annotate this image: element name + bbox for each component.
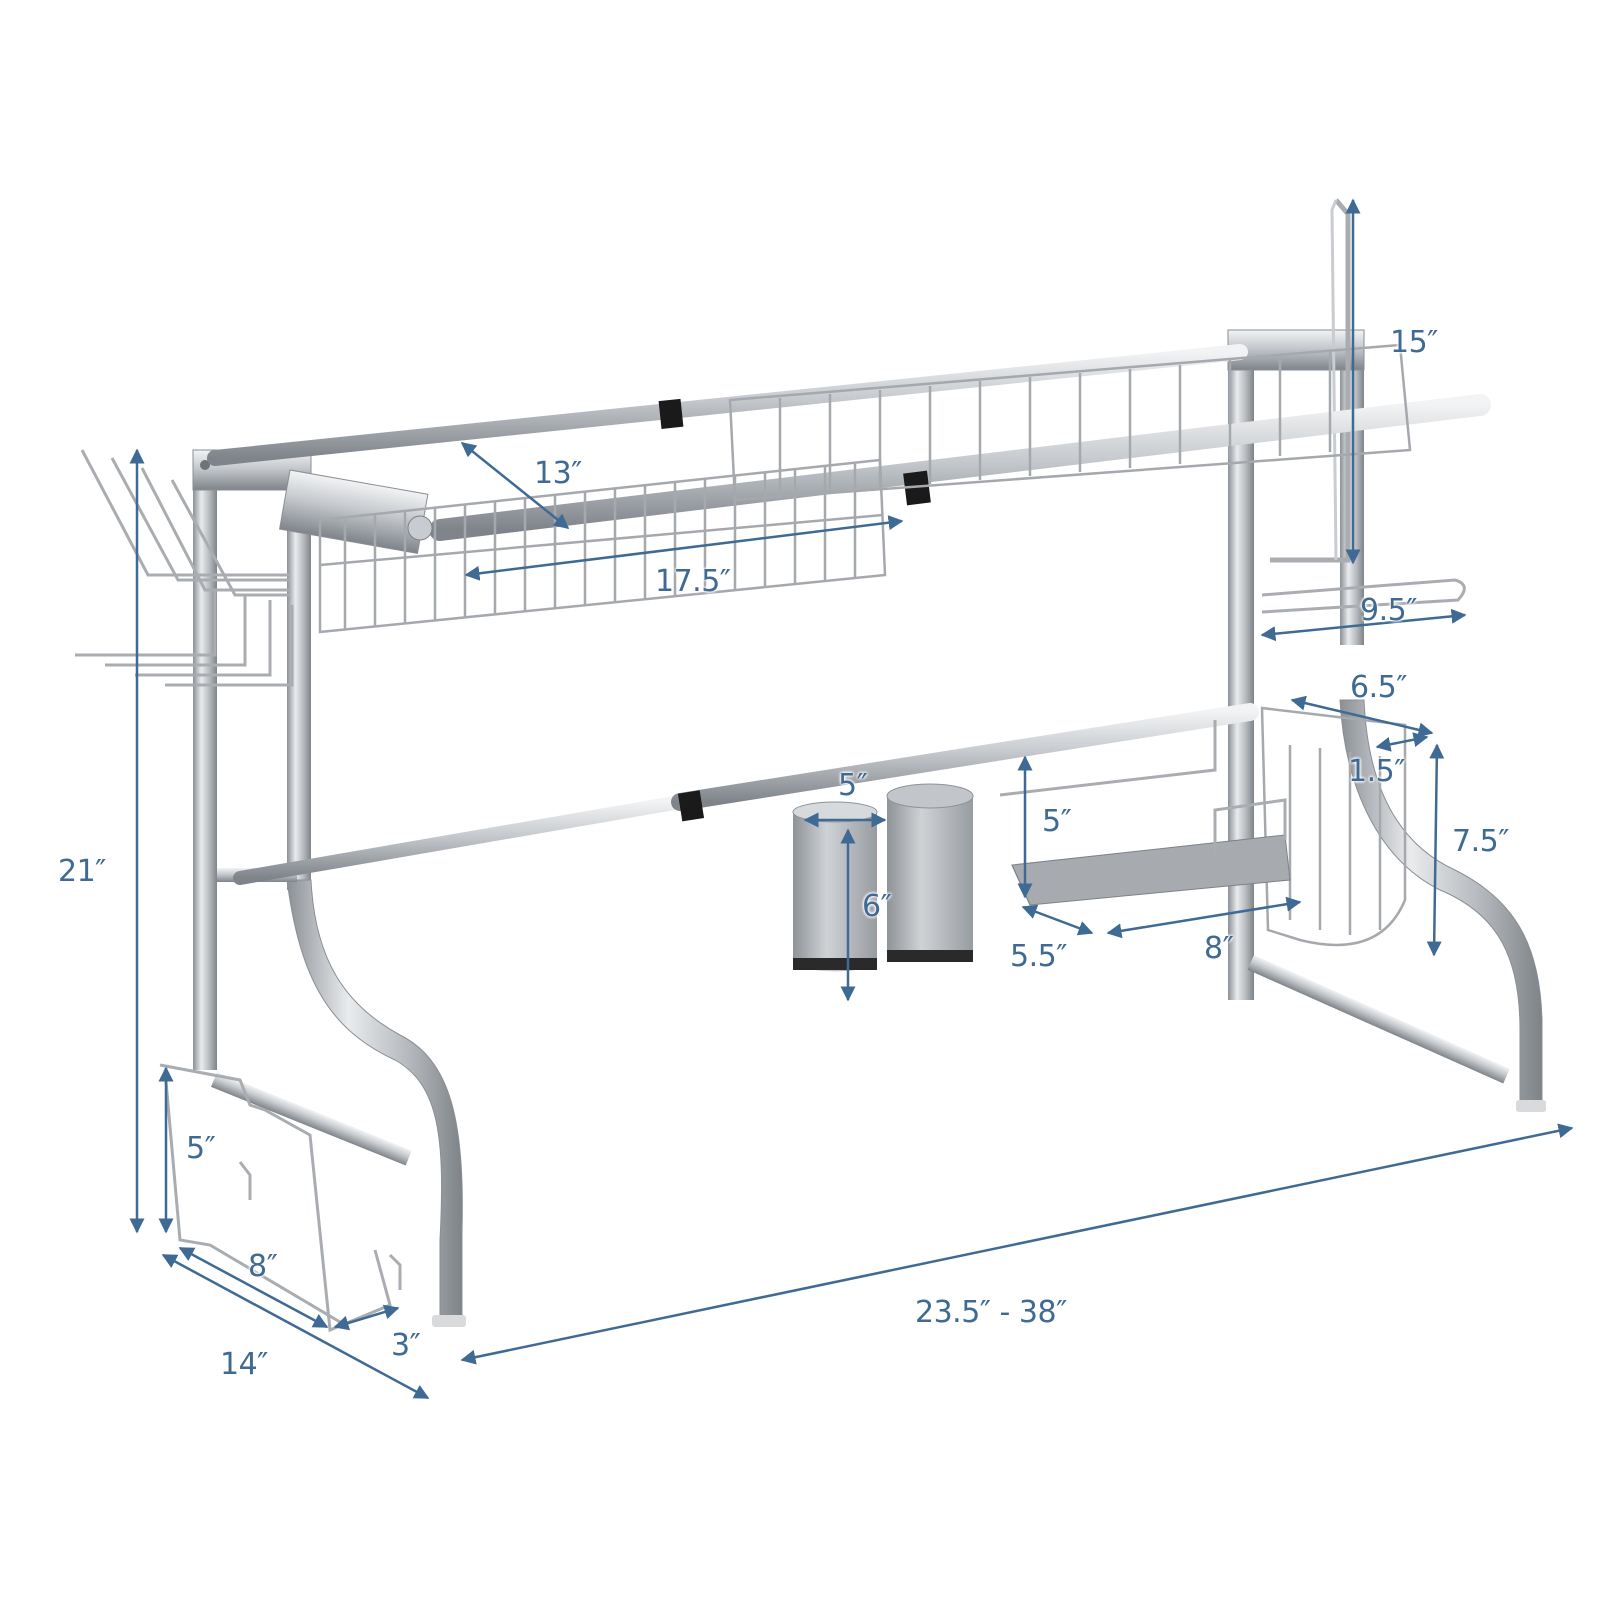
left-frame	[192, 449, 466, 1327]
label-side-hook-rail-length: 9.5″	[1360, 593, 1417, 628]
dimension-lines	[129, 198, 1574, 1400]
label-hook-pole-height: 15″	[1390, 325, 1438, 360]
label-sponge-tray-length: 8″	[1204, 931, 1234, 966]
label-utensil-cup-diameter: 5″	[838, 768, 868, 803]
label-overall-height: 21″	[58, 854, 106, 889]
label-side-basket-width: 6.5″	[1350, 670, 1407, 705]
label-sponge-tray-depth: 5.5″	[1010, 939, 1067, 974]
label-utensil-cup-height: 6″	[862, 889, 892, 924]
side-basket	[1260, 706, 1407, 947]
top-rods	[207, 344, 1491, 554]
label-overall-depth: 14″	[220, 1347, 268, 1382]
label-side-basket-depth: 1.5″	[1348, 754, 1405, 789]
label-board-holder-width: 3″	[391, 1328, 421, 1363]
label-overall-width-range: 23.5″ - 38″	[915, 1295, 1067, 1330]
lower-rod	[233, 703, 1259, 885]
left-hook-rack	[75, 449, 294, 687]
right-frame	[1227, 198, 1546, 1112]
side-hook-rail	[1261, 578, 1466, 614]
label-sponge-tray-drop: 5″	[1042, 804, 1072, 839]
label-side-basket-height: 7.5″	[1452, 824, 1509, 859]
label-board-holder-length: 8″	[248, 1249, 278, 1284]
label-top-basket-length: 17.5″	[655, 564, 731, 599]
label-board-holder-height: 5″	[186, 1131, 216, 1166]
utensil-cups	[792, 783, 974, 972]
label-top-shelf-depth: 13″	[534, 456, 582, 491]
